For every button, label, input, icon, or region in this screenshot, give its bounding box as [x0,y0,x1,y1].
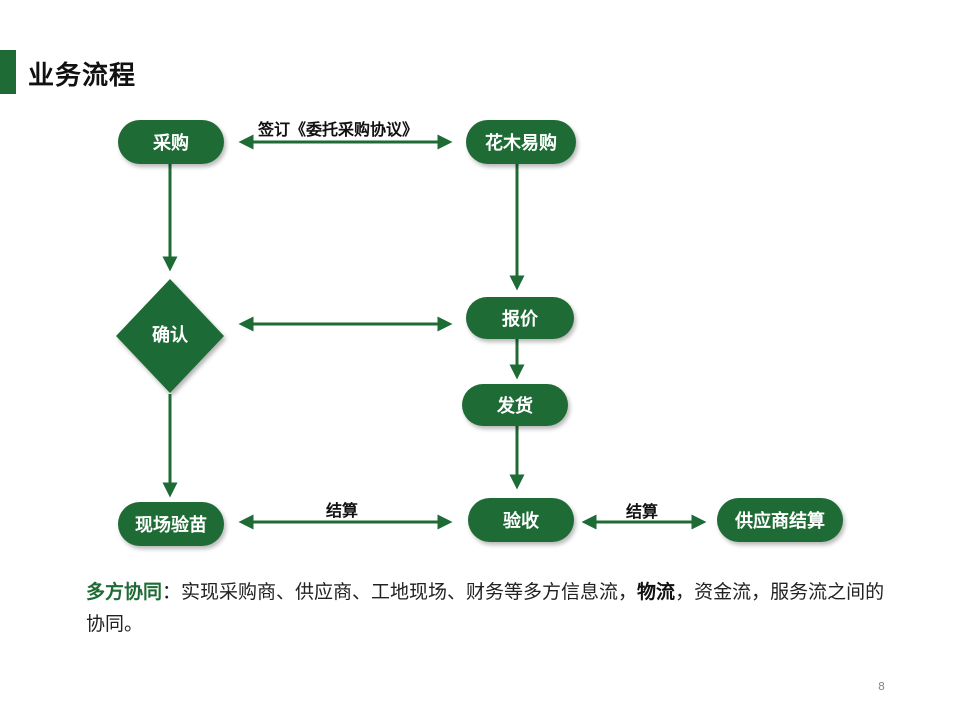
node-purchase: 采购 [118,120,224,164]
edge-label-settle-supplier: 结算 [626,502,659,521]
page-title: 业务流程 [28,61,137,91]
description-text: 多方协同：实现采购商、供应商、工地现场、财务等多方信息流，物流，资金流，服务流之… [86,576,886,640]
description-sep: ： [162,581,182,603]
description-part-1: 实现采购商、供应商、工地现场、财务等多方信息流， [181,581,638,603]
node-ship: 发货 [462,384,568,426]
description-bold: 物流 [637,581,676,603]
description-part-2: ，资金流，服务流之间的协同。 [86,581,885,635]
node-huamu: 花木易购 [466,120,576,164]
node-inspect-site: 现场验苗 [118,502,224,546]
node-supplier-settle: 供应商结算 [717,498,843,542]
node-quote: 报价 [466,297,574,339]
page-number: 8 [878,680,885,693]
node-accept: 验收 [468,498,574,542]
edge-label-sign-agreement: 签订《委托采购协议》 [258,120,419,139]
edge-label-settle: 结算 [326,501,359,520]
confirm-diamond [116,279,224,393]
node-confirm-label: 确认 [152,325,188,346]
description-key: 多方协同 [86,581,163,603]
title-accent-bar [0,50,16,94]
